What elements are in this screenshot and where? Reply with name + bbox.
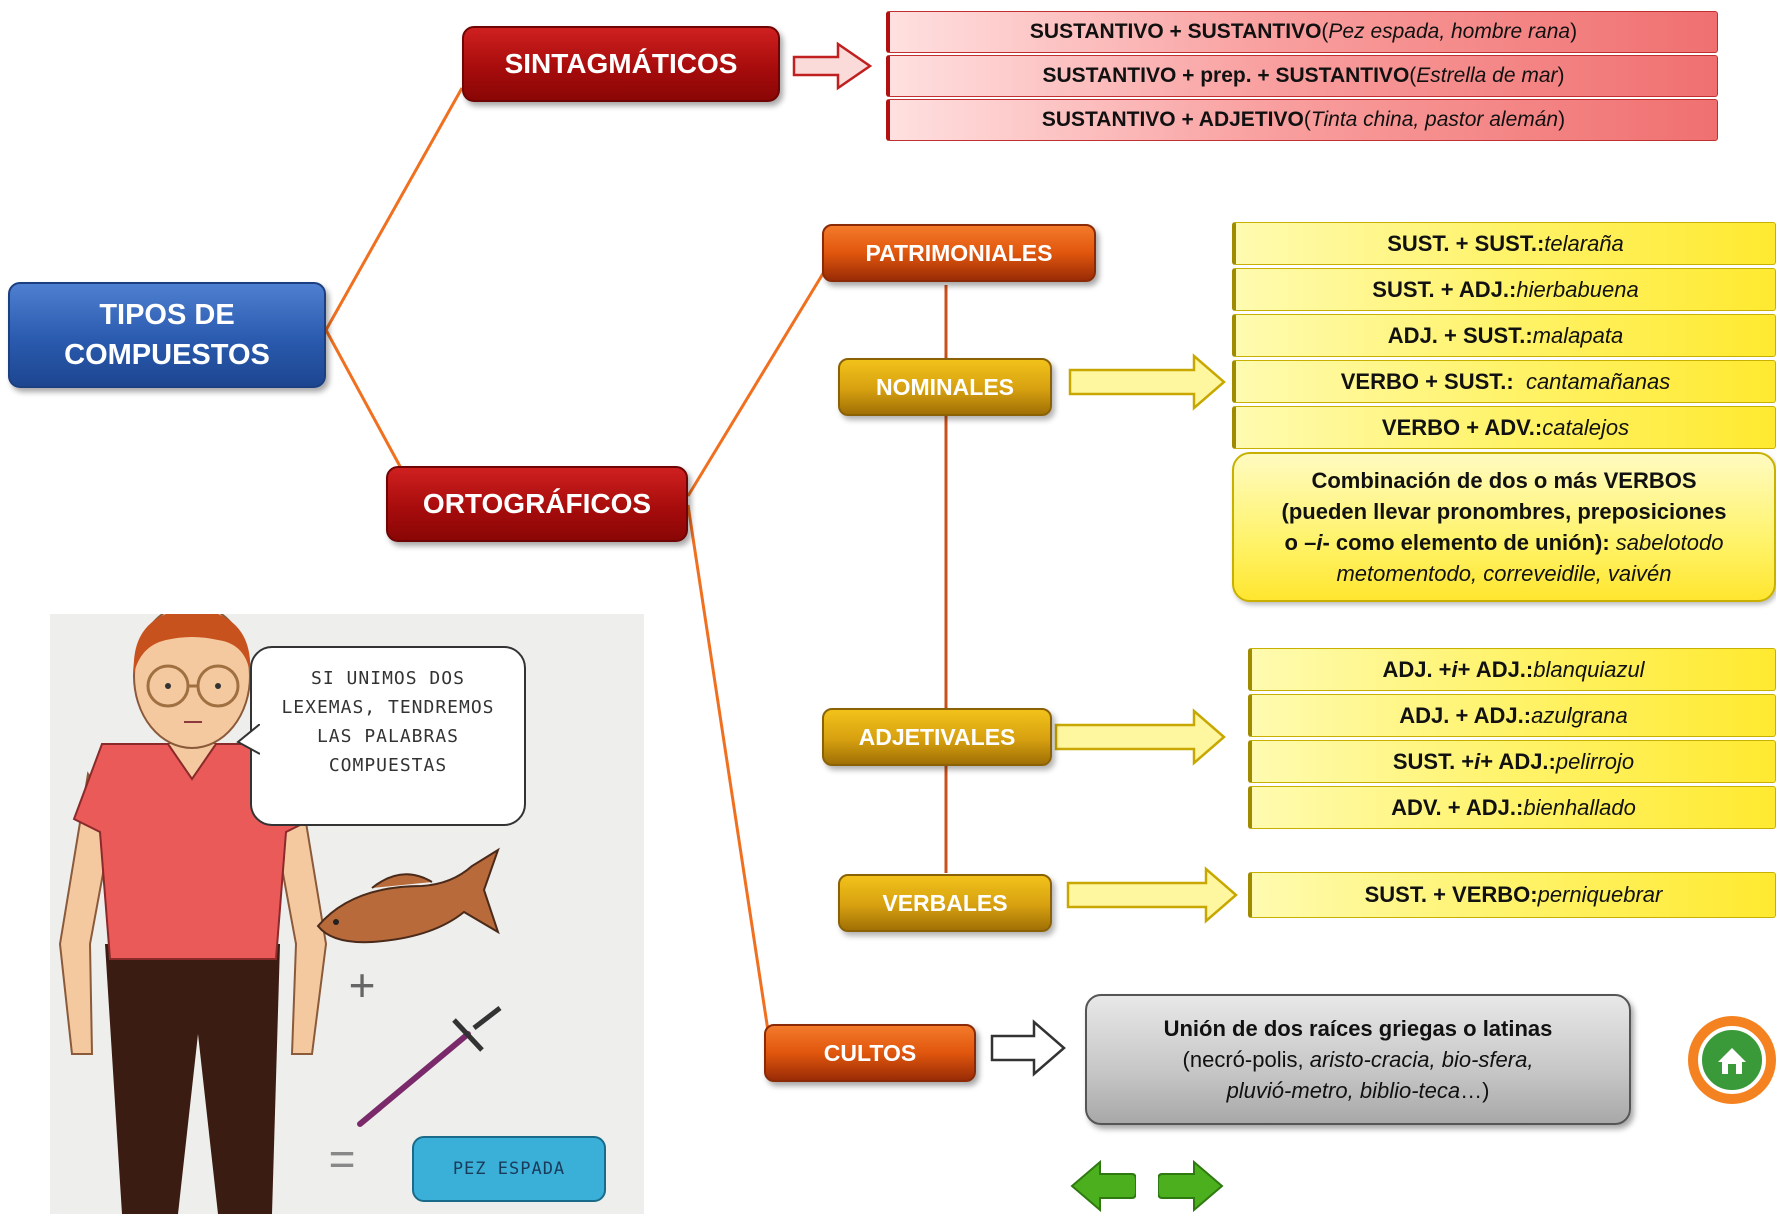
nominales-row: SUST. + ADJ.: hierbabuena [1232, 268, 1776, 311]
verbales-node: VERBALES [838, 874, 1052, 932]
home-icon [1718, 1048, 1746, 1074]
arrow-right-icon [1158, 1159, 1224, 1213]
arrow-cultos [990, 1019, 1066, 1077]
adjetivales-row: ADJ. + ADJ.: azulgrana [1248, 694, 1776, 737]
adjetivales-row: ADV. + ADJ.: bienhallado [1248, 786, 1776, 829]
root-node: TIPOS DE COMPUESTOS [8, 282, 326, 388]
nominales-row: SUST. + SUST.: telaraña [1232, 222, 1776, 265]
arrow-verbales [1066, 866, 1238, 924]
result-box: PEZ ESPADA [412, 1136, 606, 1202]
connector-root-sintagmaticos [324, 87, 464, 331]
nominales-combo-box: Combinación de dos o más VERBOS (pueden … [1232, 452, 1776, 602]
nominales-row: ADJ. + SUST.: malapata [1232, 314, 1776, 357]
cultos-description-box: Unión de dos raíces griegas o latinas (n… [1085, 994, 1631, 1125]
patrimoniales-node: PATRIMONIALES [822, 224, 1096, 282]
next-button[interactable] [1158, 1158, 1224, 1214]
sintagmaticos-row: SUSTANTIVO + prep. + SUSTANTIVO (Estrell… [886, 55, 1718, 97]
nominales-row: VERBO + SUST.: cantamañanas [1232, 360, 1776, 403]
sintagmaticos-row: SUSTANTIVO + SUSTANTIVO (Pez espada, hom… [886, 11, 1718, 53]
back-button[interactable] [1070, 1158, 1136, 1214]
plus-sign: + [348, 959, 376, 1011]
adjetivales-row: ADJ. + i + ADJ.: blanquiazul [1248, 648, 1776, 691]
nominales-row: VERBO + ADV.: catalejos [1232, 406, 1776, 449]
arrow-nominales [1068, 353, 1226, 411]
home-button[interactable] [1684, 1012, 1776, 1108]
connector-orto-cultos [686, 504, 772, 1045]
sintagmaticos-node: SINTAGMÁTICOS [462, 26, 780, 102]
speech-text: SI UNIMOS DOS LEXEMAS, TENDREMOS LAS PAL… [281, 668, 495, 776]
connector-orto-patrimoniales [686, 261, 832, 497]
speech-bubble [250, 646, 526, 826]
arrow-left-icon [1070, 1159, 1136, 1213]
sword-icon [357, 1006, 502, 1127]
verbales-row: SUST. + VERBO: perniquebrar [1248, 872, 1776, 918]
connector-root-ortograficos [324, 329, 404, 471]
equals-sign: = [328, 1133, 356, 1185]
adjetivales-node: ADJETIVALES [822, 708, 1052, 766]
adjetivales-row: SUST. + i + ADJ.: pelirrojo [1248, 740, 1776, 783]
arrow-sintagmaticos [792, 41, 873, 91]
speech-bubble-tail [236, 724, 260, 755]
sintagmaticos-row: SUSTANTIVO + ADJETIVO (Tinta china, past… [886, 99, 1718, 141]
cultos-node: CULTOS [764, 1024, 976, 1082]
ortograficos-node: ORTOGRÁFICOS [386, 466, 688, 542]
arrow-adjetivales [1054, 708, 1226, 766]
illustration-panel: SI UNIMOS DOS LEXEMAS, TENDREMOS LAS PAL… [50, 614, 644, 1214]
nominales-node: NOMINALES [838, 358, 1052, 416]
fish-icon [316, 847, 500, 944]
